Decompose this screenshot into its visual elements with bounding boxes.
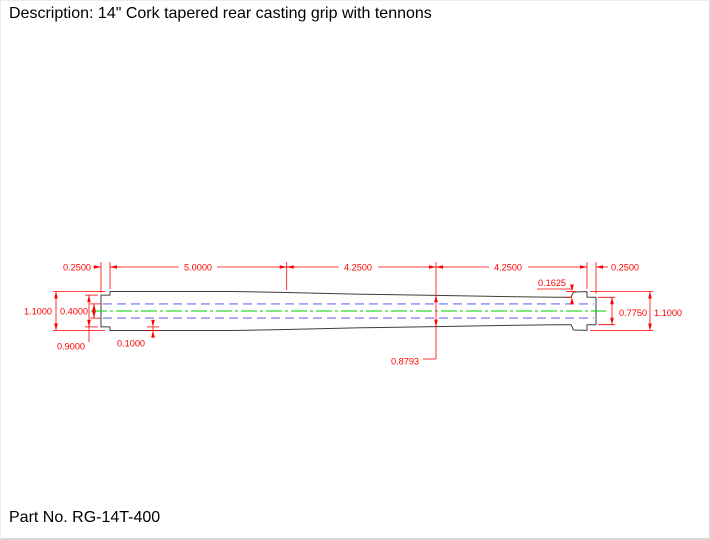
dim-left-step: 0.1000 [117, 339, 145, 349]
dim-left-major-dia: 1.1000 [24, 306, 52, 316]
dim-section-3-length: 4.2500 [494, 262, 522, 272]
dim-right-tenon-length: 0.2500 [611, 262, 639, 272]
dimension-labels: 0.2500 5.0000 4.2500 4.2500 0.2500 0.162… [24, 262, 682, 366]
dimension-arrowheads [54, 265, 652, 338]
drawing-description: Description: 14" Cork tapered rear casti… [9, 5, 432, 22]
part-number: Part No. RG-14T-400 [9, 509, 161, 526]
dim-left-tenon-dia: 0.9000 [57, 342, 85, 352]
dim-section-1-length: 5.0000 [184, 262, 212, 272]
dim-left-tenon-length: 0.2500 [63, 262, 91, 272]
dim-bore-dia: 0.4000 [60, 306, 88, 316]
hidden-bore-lines [103, 303, 594, 319]
dim-mid-dia: 0.8793 [391, 357, 419, 367]
dim-flare-step: 0.1625 [538, 278, 566, 288]
dim-right-flare-dia: 1.1000 [654, 308, 682, 318]
dim-right-end-dia: 0.7750 [619, 308, 647, 318]
part-outline [100, 291, 597, 331]
dim-section-2-length: 4.2500 [344, 262, 372, 272]
